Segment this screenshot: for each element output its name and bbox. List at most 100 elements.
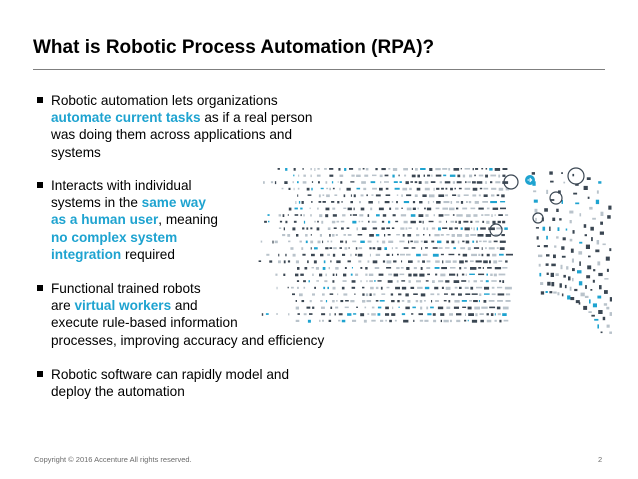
stream-dot (311, 267, 314, 269)
stream-dot (316, 227, 320, 231)
stream-dot (483, 194, 488, 197)
stream-dot (369, 234, 374, 237)
stream-dot (297, 267, 300, 270)
stream-dot (293, 187, 295, 191)
stream-dot (287, 214, 289, 216)
stream-dot (485, 168, 488, 170)
ring-icon (503, 174, 519, 190)
stream-dot (371, 319, 376, 322)
stream-dot (457, 240, 460, 244)
stream-dot (285, 168, 288, 171)
stream-dot (478, 253, 481, 256)
stream-dot (356, 187, 361, 190)
stream-dot (481, 214, 484, 216)
stream-dot (322, 267, 326, 270)
stream-dot (332, 187, 335, 190)
stream-dot (347, 234, 352, 236)
stream-dot (297, 187, 300, 190)
stream-dot (279, 220, 283, 223)
stream-dot (350, 214, 352, 216)
stream-dot (368, 201, 373, 204)
stream-dot (359, 201, 361, 204)
stream-dot (608, 205, 612, 210)
stream-dot (368, 273, 374, 276)
stream-dot (426, 207, 432, 211)
stream-dot (367, 240, 372, 243)
bullet-line: Robotic automation lets organizations (51, 92, 312, 109)
stream-dot (327, 286, 329, 290)
stream-dot (569, 210, 574, 214)
stream-dot (336, 260, 341, 264)
stream-dot (327, 253, 330, 256)
stream-dot (417, 174, 420, 178)
stream-dot (395, 286, 400, 290)
stream-dot (458, 220, 461, 224)
stream-dot (323, 260, 326, 264)
stream-dot (295, 300, 297, 302)
stream-dot (288, 187, 291, 190)
stream-dot (584, 295, 589, 298)
stream-dot (430, 306, 434, 309)
stream-dot (393, 260, 397, 263)
stream-dot (375, 300, 379, 302)
stream-dot (438, 220, 442, 223)
stream-dot (583, 224, 587, 228)
stream-dot (396, 234, 400, 236)
stream-dot (471, 293, 478, 295)
stream-dot (319, 214, 323, 218)
stream-dot (392, 214, 396, 217)
stream-dot (377, 280, 382, 282)
stream-dot (449, 227, 453, 230)
stream-dot (486, 207, 490, 210)
stream-dot (341, 227, 344, 230)
bullet-line: integration required (51, 246, 218, 263)
stream-dot (296, 234, 299, 237)
stream-dot (384, 234, 386, 237)
stream-dot (312, 273, 314, 276)
stream-dot (414, 181, 418, 184)
stream-dot (478, 194, 481, 197)
stream-dot (403, 247, 409, 249)
stream-dot (540, 282, 544, 285)
stream-dot (361, 220, 364, 223)
stream-dot (310, 174, 312, 178)
stream-dot (282, 214, 285, 217)
bullet-marker (37, 285, 43, 291)
stream-dot (568, 276, 571, 281)
stream-dot (563, 181, 566, 184)
stream-dot (398, 293, 402, 296)
stream-dot (365, 273, 368, 276)
stream-dot (431, 300, 433, 303)
stream-dot (355, 273, 359, 276)
stream-dot (421, 247, 423, 250)
stream-dot (329, 174, 334, 177)
stream-dot (448, 253, 455, 256)
stream-dot (372, 187, 377, 190)
stream-dot (587, 196, 590, 199)
stream-dot (478, 174, 484, 177)
stream-dot (337, 293, 339, 296)
stream-dot (452, 214, 455, 216)
stream-dot (484, 293, 490, 295)
stream-dot (360, 280, 362, 283)
stream-dot (491, 187, 497, 190)
stream-dot (428, 220, 434, 223)
body-text: deploy the automation (51, 384, 185, 400)
stream-dot (395, 207, 399, 210)
stream-dot (462, 240, 465, 243)
stream-dot (379, 300, 385, 302)
stream-dot (571, 258, 574, 263)
stream-dot (454, 187, 456, 190)
stream-dot (365, 267, 368, 270)
stream-dot (600, 331, 603, 334)
stream-dot (480, 280, 483, 282)
stream-dot (434, 267, 440, 269)
stream-dot (533, 190, 537, 193)
arrow-glyph (527, 177, 533, 183)
stream-dot (314, 286, 316, 289)
stream-dot (502, 306, 509, 310)
stream-dot (375, 253, 381, 256)
stream-dot (459, 286, 462, 289)
stream-dot (306, 187, 310, 191)
